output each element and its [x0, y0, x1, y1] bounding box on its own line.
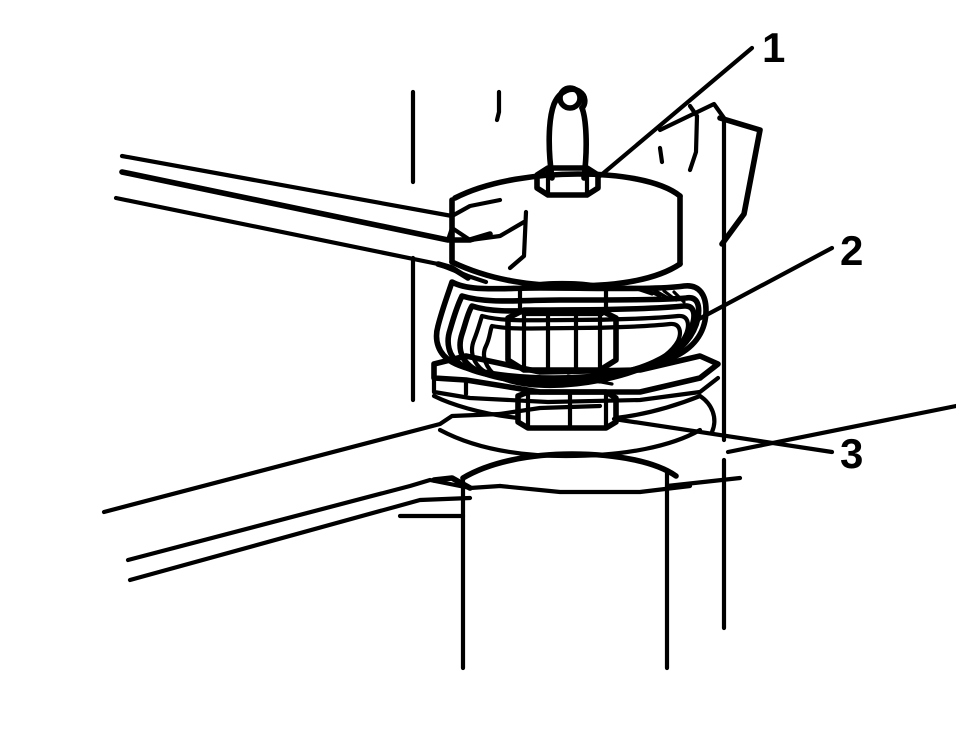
cotter-pin-stud — [546, 85, 589, 181]
callout-3-label: 3 — [840, 430, 863, 477]
callout-3: 3 — [611, 416, 863, 477]
lower-hex-nut — [431, 389, 717, 435]
callout-2: 2 — [694, 227, 863, 323]
callout-2-leader — [694, 245, 835, 323]
callout-group: 1 2 3 — [597, 24, 863, 477]
shock-body-shoulder — [437, 427, 703, 481]
center-hex-nut — [505, 280, 619, 373]
callout-1-leader — [597, 45, 755, 179]
upper-mount-disc — [449, 171, 683, 289]
callout-3-leader — [611, 416, 835, 455]
upper-control-arm — [113, 153, 503, 285]
shock-absorber-body — [397, 467, 743, 671]
callout-1: 1 — [597, 24, 785, 179]
spring-seat-plate — [431, 353, 721, 405]
lower-control-arm — [101, 403, 693, 583]
background-frame-lines — [410, 89, 700, 403]
upper-hex-nut — [534, 165, 601, 198]
frame-bracket — [657, 101, 956, 631]
callout-2-label: 2 — [840, 227, 863, 274]
callout-1-label: 1 — [762, 24, 785, 71]
